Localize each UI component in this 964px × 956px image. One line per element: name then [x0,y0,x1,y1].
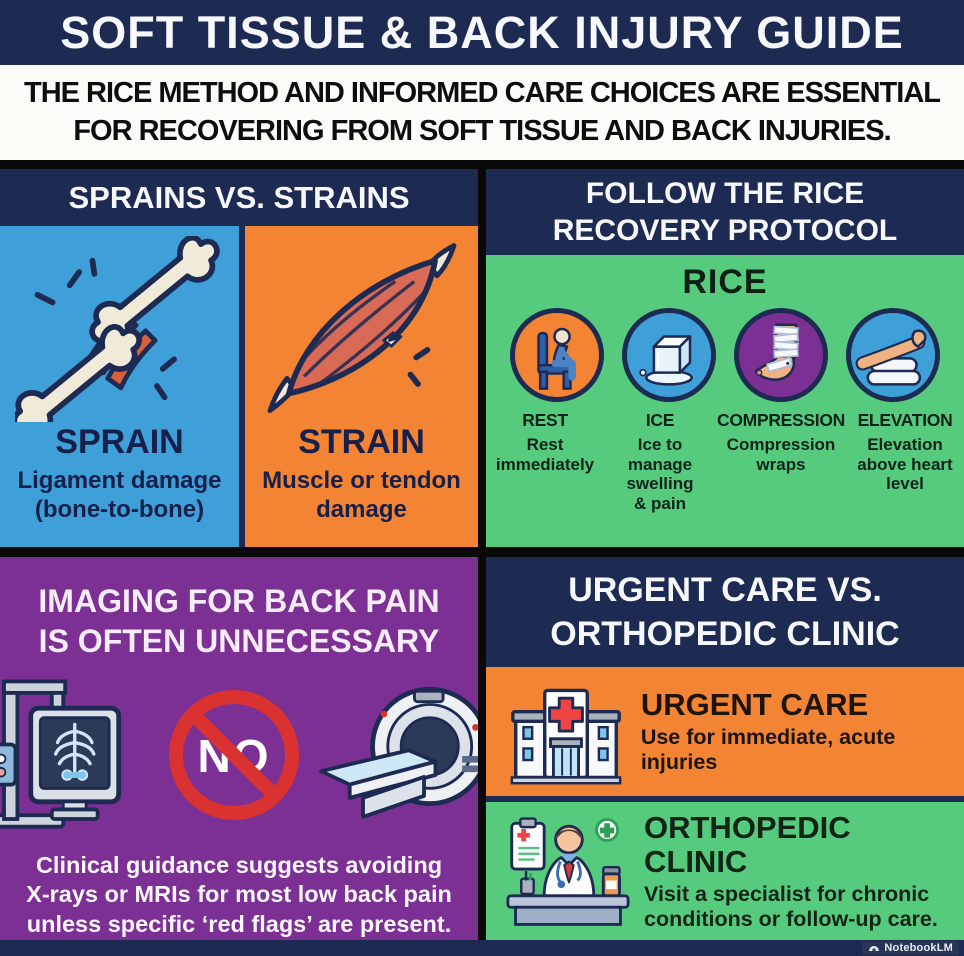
notebooklm-logo-icon [868,942,880,954]
compression-bandaged-ankle-icon [734,308,828,402]
quadrant-grid: SPRAINS VS. STRAINS [0,160,964,940]
care-header-line-1: URGENT CARE VS. [568,570,882,609]
urgent-care-text: URGENT CARE Use for immediate, acute inj… [641,688,954,775]
rest-person-chair-icon [510,308,604,402]
rice-step-ice: ICE Ice to manage swelling & pain [604,410,716,513]
section-sprains-vs-strains: SPRAINS VS. STRAINS [0,169,478,547]
urgent-care-title: URGENT CARE [640,687,869,723]
section-imaging-warning: IMAGING FOR BACK PAIN IS OFTEN UNNECESSA… [0,557,478,940]
orthopedic-clinic-row: ORTHOPEDIC CLINIC Visit a specialist for… [486,802,964,940]
sprain-title: SPRAIN [55,423,184,461]
torn-ligament-bones-icon [14,234,225,424]
strain-panel: STRAIN Muscle or tendon damage [239,226,478,547]
ice-label: ICE [645,410,675,430]
rest-label: REST [522,410,568,430]
sprains-strains-header: SPRAINS VS. STRAINS [0,169,478,226]
subtitle-block: THE RICE METHOD AND INFORMED CARE CHOICE… [0,65,964,160]
hospital-building-icon [506,678,627,786]
subtitle-line-2: FOR RECOVERING FROM SOFT TISSUE AND BACK… [73,114,891,147]
watermark-text: NotebookLM [884,942,953,954]
rice-icons-row [510,308,940,402]
compression-label: COMPRESSION [717,410,845,430]
bottom-strip [0,940,964,956]
ice-desc: Ice to manage swelling & pain [626,435,694,513]
mri-scanner-icon [313,674,478,836]
doctor-at-desk-icon [506,813,630,929]
imaging-header-line-1: IMAGING FOR BACK PAIN [38,583,440,619]
sprain-strain-split: SPRAIN Ligament damage (bone-to-bone) [0,226,478,547]
urgent-care-desc: Use for immediate, acute injuries [640,725,896,775]
rest-desc: Rest immediately [495,435,595,474]
rice-step-compression: COMPRESSION Compression wraps [716,410,846,513]
watermark: NotebookLM [862,941,959,955]
no-prohibition-icon: NO [159,680,309,830]
rice-step-rest: REST Rest immediately [486,410,604,513]
rice-labels-row: REST Rest immediately ICE Ice to manage … [486,410,964,513]
elevation-desc: Elevation above heart level [857,435,953,494]
rice-header-line-1: FOLLOW THE RICE [585,176,865,210]
subtitle-line-1: THE RICE METHOD AND INFORMED CARE CHOICE… [23,76,941,109]
orthopedic-clinic-title: ORTHOPEDIC CLINIC [644,809,851,879]
section-rice-protocol: FOLLOW THE RICE RECOVERY PROTOCOL RICE [486,169,964,547]
elevation-leg-pillows-icon [846,308,940,402]
sprain-panel: SPRAIN Ligament damage (bone-to-bone) [0,226,239,547]
rice-protocol-header: FOLLOW THE RICE RECOVERY PROTOCOL [486,169,964,255]
xray-machine-icon [0,672,155,838]
strain-desc: Muscle or tendon damage [262,467,461,524]
page-title: SOFT TISSUE & BACK INJURY GUIDE [60,6,904,58]
imaging-body-text: Clinical guidance suggests avoiding X-ra… [26,852,452,937]
section-care-comparison: URGENT CARE VS. ORTHOPEDIC CLINIC [486,557,964,940]
strain-title: STRAIN [298,423,425,461]
orthopedic-clinic-text: ORTHOPEDIC CLINIC Visit a specialist for… [644,809,954,932]
rice-header-line-2: RECOVERY PROTOCOL [552,214,898,247]
title-banner: SOFT TISSUE & BACK INJURY GUIDE [0,0,964,65]
care-header: URGENT CARE VS. ORTHOPEDIC CLINIC [486,557,964,667]
imaging-header-line-2: IS OFTEN UNNECESSARY [38,623,440,659]
urgent-care-row: URGENT CARE Use for immediate, acute inj… [486,667,964,802]
rice-step-elevation: ELEVATION Elevation above heart level [846,410,964,513]
imaging-header: IMAGING FOR BACK PAIN IS OFTEN UNNECESSA… [38,581,439,661]
torn-muscle-icon [257,234,467,424]
imaging-illustration-row: NO [0,665,478,845]
care-header-line-2: ORTHOPEDIC CLINIC [550,615,900,653]
orthopedic-clinic-desc: Visit a specialist for chronic condition… [644,881,938,931]
rice-title: RICE [682,263,768,301]
ice-cube-icon [622,308,716,402]
sprain-desc: Ligament damage (bone-to-bone) [17,467,222,524]
elevation-label: ELEVATION [857,410,953,430]
compression-desc: Compression wraps [726,435,836,474]
rice-panel: RICE [486,255,964,547]
